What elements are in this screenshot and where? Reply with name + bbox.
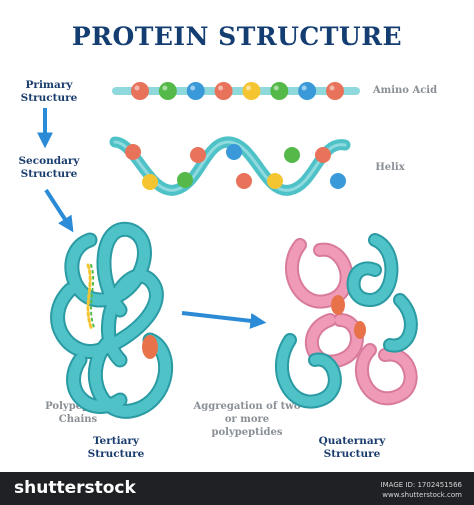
footer-bar: shutterstock IMAGE ID: 1702451566 www.sh… xyxy=(0,472,474,505)
amino-acid-beads xyxy=(131,82,344,100)
bead-highlight xyxy=(245,85,251,91)
bead-highlight xyxy=(273,85,279,91)
primary-structure-label: Primary Structure xyxy=(14,79,84,105)
polypeptide-line1: Polypeptide xyxy=(45,401,111,412)
helix-label: Helix xyxy=(375,162,405,173)
site-url-text: www.shutterstock.com xyxy=(382,491,462,499)
helix-bead xyxy=(330,173,346,189)
amino-acid-bead xyxy=(298,82,317,100)
amino-acid-backbone xyxy=(112,87,360,95)
amino-acid-label: Amino Acid xyxy=(372,85,438,96)
bead-highlight xyxy=(218,85,224,91)
quaternary-label-line2: Structure xyxy=(323,448,381,460)
amino-acid-bead xyxy=(131,82,149,100)
bead-highlight xyxy=(301,85,307,91)
page-title: PROTEIN STRUCTURE xyxy=(71,22,403,51)
helix-bead xyxy=(142,174,158,190)
helix-bead xyxy=(236,173,252,189)
tertiary-structure-label: Tertiary Structure xyxy=(80,435,152,461)
tertiary-orange-blob xyxy=(142,335,158,359)
bead-highlight xyxy=(134,85,140,91)
helix-bead xyxy=(226,144,242,160)
amino-acid-bead xyxy=(214,82,233,100)
footer-image-id: IMAGE ID: 1702451566 www.shutterstock.co… xyxy=(381,480,462,500)
arrow-tertiary-to-quaternary xyxy=(181,311,267,329)
quaternary-structure-label: Quaternary Structure xyxy=(310,435,394,461)
primary-label-line1: Primary xyxy=(25,79,73,91)
secondary-structure-label: Secondary Structure xyxy=(12,155,86,181)
helix-bead xyxy=(284,147,300,163)
mini-helix xyxy=(86,263,94,332)
quaternary-orange-blob xyxy=(331,295,345,315)
bead-highlight xyxy=(190,85,196,91)
amino-acid-bead xyxy=(186,82,205,100)
secondary-label-line1: Secondary xyxy=(18,155,80,167)
tertiary-structure-graphic xyxy=(50,221,173,419)
aggregation-label: Aggregation of two or more polypeptides xyxy=(188,400,306,439)
helix-bead xyxy=(125,144,141,160)
amino-acid-bead xyxy=(242,82,261,100)
footer-logo[interactable]: shutterstock xyxy=(14,478,136,498)
image-id-text: IMAGE ID: 1702451566 xyxy=(380,481,462,489)
secondary-label-line2: Structure xyxy=(20,168,78,180)
tertiary-label-line2: Structure xyxy=(87,448,145,460)
bead-highlight xyxy=(329,85,335,91)
illustration-svg xyxy=(37,82,418,419)
quaternary-structure-graphic xyxy=(274,233,418,409)
aggregation-line2: or more polypeptides xyxy=(211,414,283,438)
helix-bead xyxy=(315,147,331,163)
quaternary-label-line1: Quaternary xyxy=(318,435,386,447)
helix xyxy=(109,136,351,196)
bead-highlight xyxy=(162,85,168,91)
amino-acid-bead xyxy=(158,82,177,100)
aggregation-line1: Aggregation of two xyxy=(193,401,301,412)
quaternary-orange-blob xyxy=(354,321,366,339)
primary-label-line2: Structure xyxy=(20,92,78,104)
arrow-secondary-to-tertiary xyxy=(44,188,74,233)
helix-bead xyxy=(190,147,206,163)
polypeptide-chains-label: Polypeptide Chains xyxy=(38,400,118,426)
helix-bead xyxy=(177,172,193,188)
helix-bead xyxy=(267,173,283,189)
polypeptide-line2: Chains xyxy=(58,414,98,425)
amino-acid-bead xyxy=(270,82,289,100)
amino-acid-chain xyxy=(112,82,360,100)
amino-acid-bead xyxy=(326,82,344,100)
mini-helix xyxy=(90,264,96,331)
tertiary-label-line1: Tertiary xyxy=(92,435,140,447)
